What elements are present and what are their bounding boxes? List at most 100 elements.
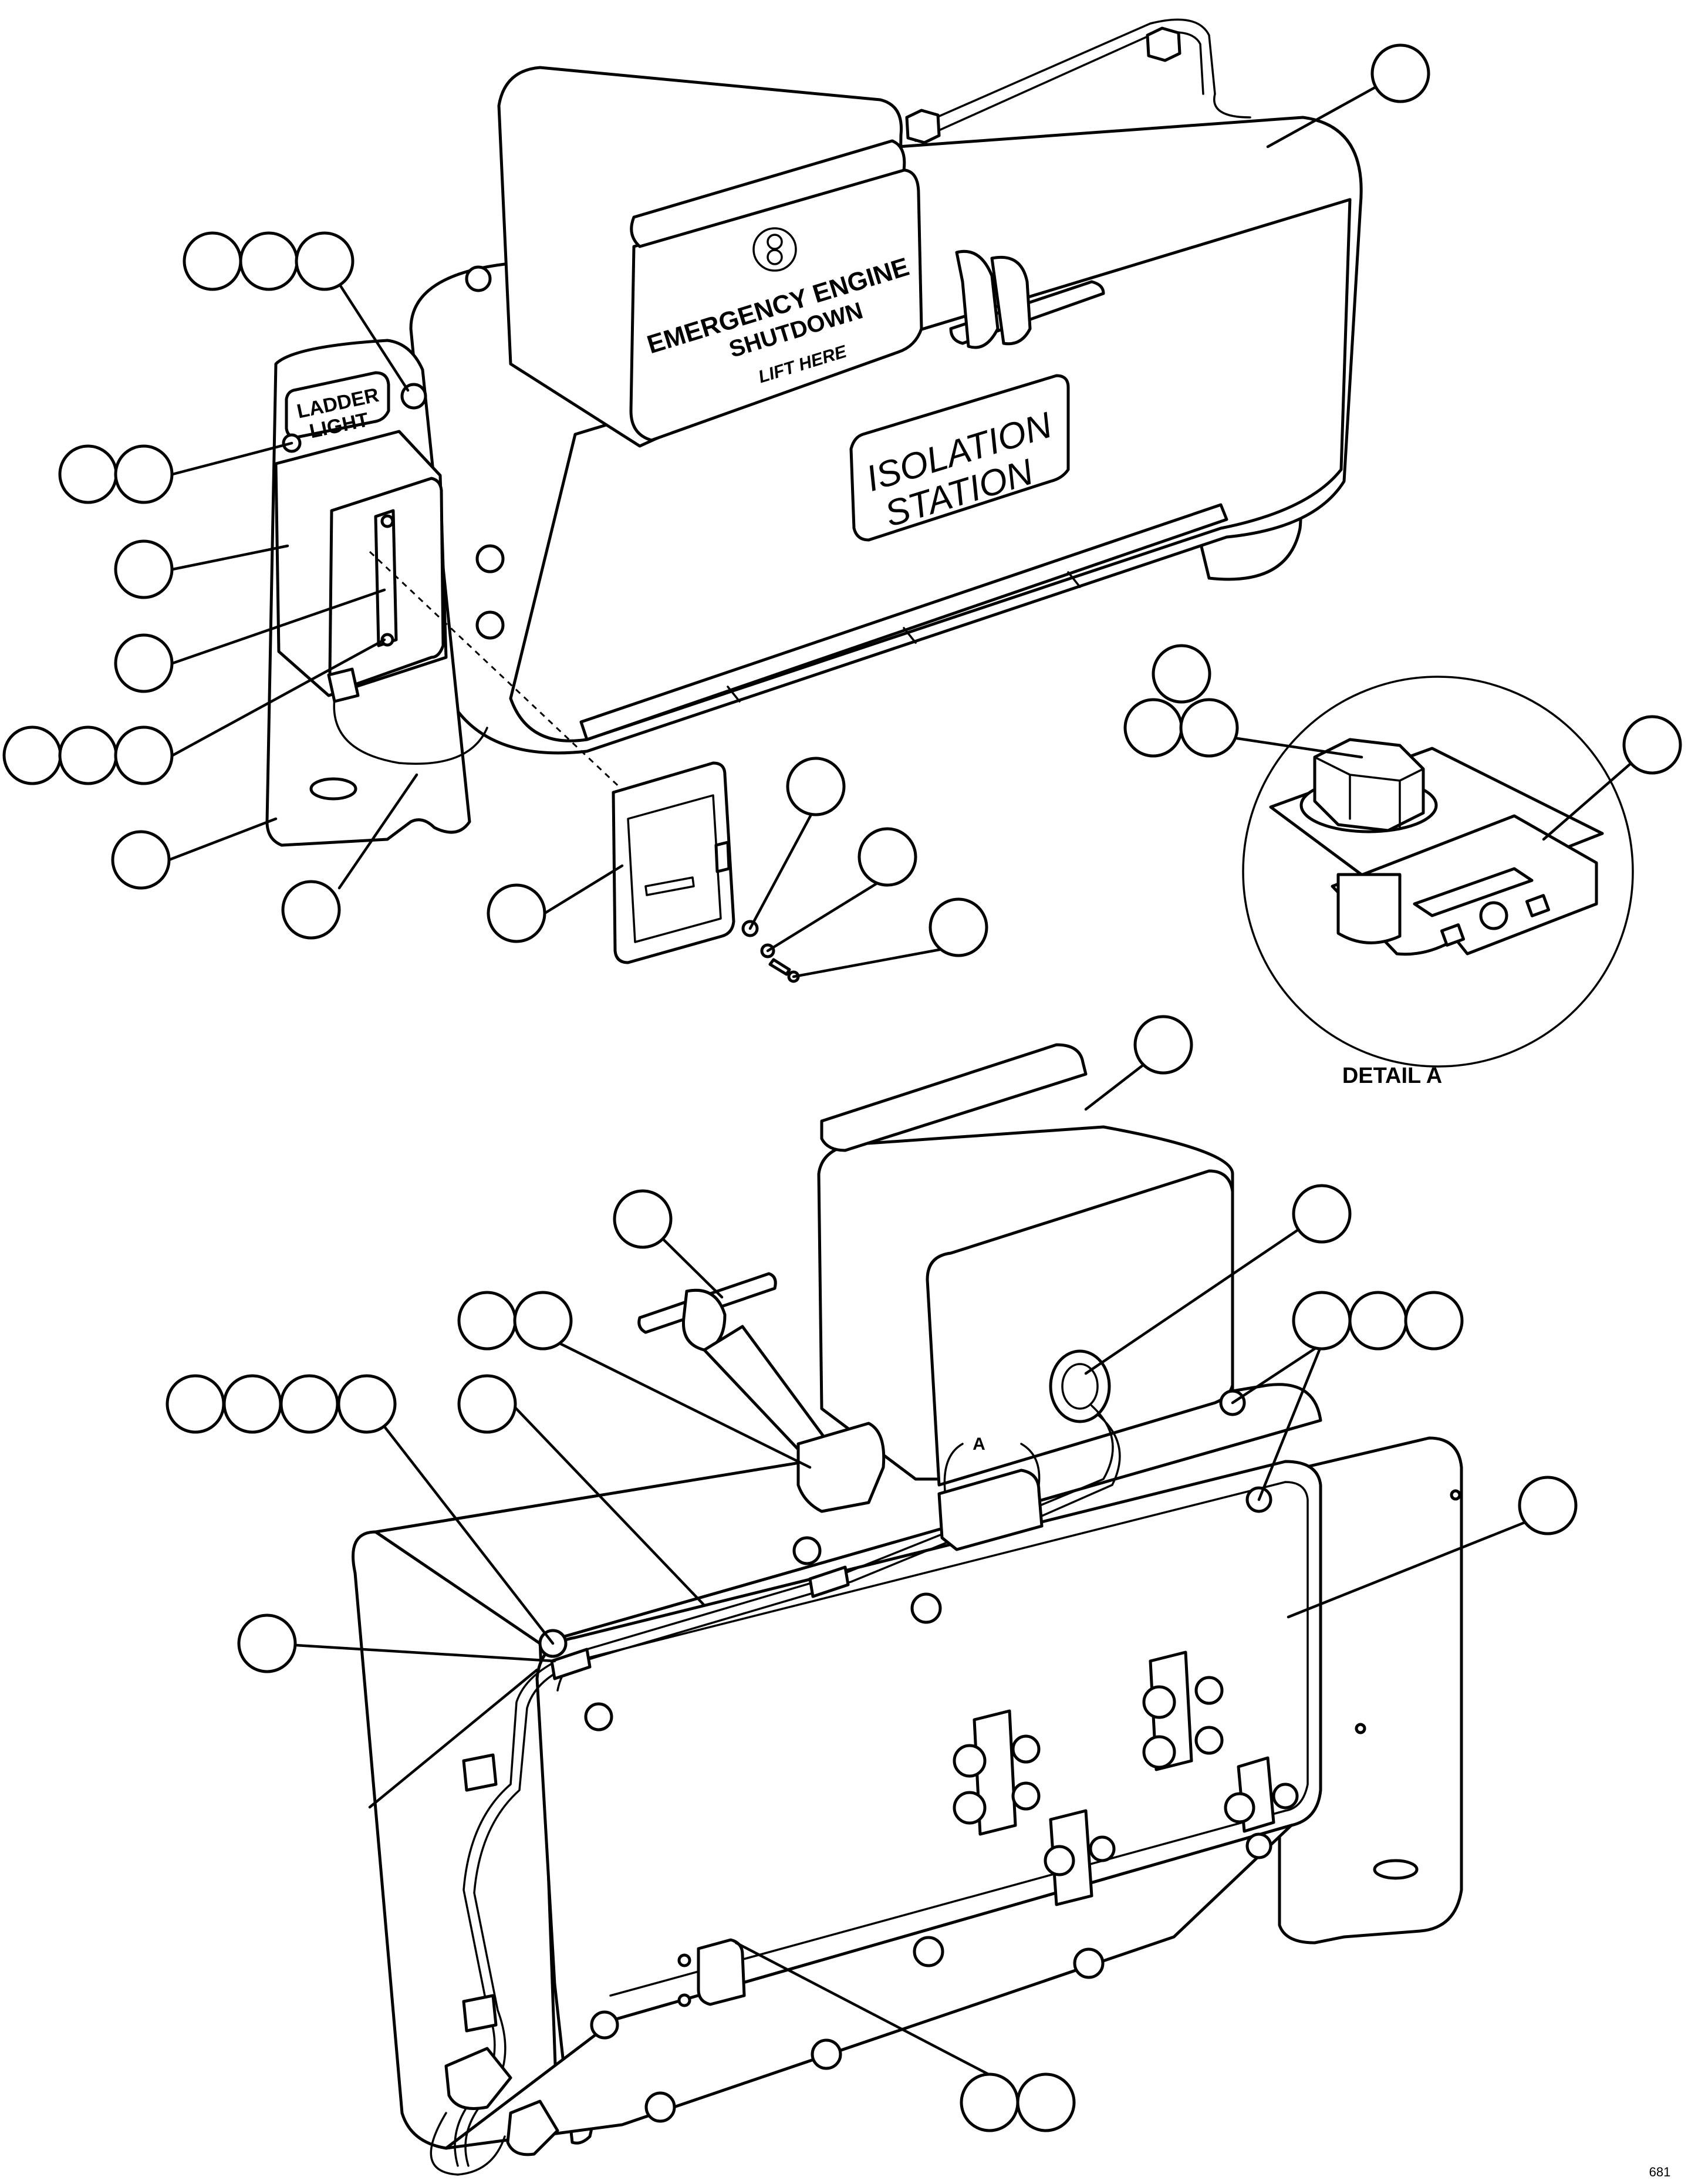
upper-top-nut-1: [905, 109, 941, 144]
switch-cover-plate: [612, 761, 735, 964]
lower-grommet: [1049, 1349, 1111, 1423]
balloon: [279, 1374, 339, 1434]
switch-cover-tab: [714, 840, 731, 873]
detail-a-hole: [1479, 901, 1508, 930]
balloon: [337, 1374, 397, 1434]
sheet-code: 681: [1649, 2165, 1671, 2179]
upper-side-bolt-2: [475, 610, 505, 640]
balloon: [786, 757, 846, 816]
lower-bracket-hole-2: [1355, 1723, 1366, 1734]
shutdown-symbol-icon: [752, 227, 797, 272]
balloon: [1179, 698, 1239, 758]
lower-t-handle: [637, 1272, 886, 1513]
balloon: [222, 1374, 282, 1434]
balloon: [2, 725, 62, 785]
detail-a: DETAIL A: [1242, 676, 1634, 1088]
hinge-seam-3: [1067, 571, 1081, 588]
clamp-4: [1224, 1756, 1299, 1833]
ladder-bracket-slot: [309, 777, 357, 801]
clamp-1: [953, 1709, 1041, 1836]
balloon: [457, 1374, 517, 1434]
lower-p-clamp-1: [462, 1753, 498, 1792]
upper-assembly: EMERGENCY ENGINE SHUTDOWN LIFT HERE ISOL…: [409, 18, 1363, 755]
balloon: [295, 231, 355, 291]
lower-connector-screw-2: [677, 1993, 691, 2007]
upper-t-handle: [949, 249, 1105, 349]
detail-a-clip-slot: [1413, 867, 1534, 917]
upper-top-nut-2: [1146, 26, 1181, 62]
ladder-cable-connector: [327, 667, 360, 703]
hinge-seam-1: [727, 686, 741, 703]
balloon: [1622, 715, 1682, 775]
detail-a-hex-nut-icon: [1313, 738, 1425, 832]
balloon: [1370, 43, 1430, 103]
balloon: [1292, 1291, 1352, 1351]
switch-cover-slot: [644, 876, 695, 896]
balloon: [183, 231, 242, 291]
lower-sleeve-1: [808, 1565, 850, 1598]
clamp-2: [1142, 1650, 1224, 1771]
ladder-cable-loop: [333, 697, 488, 765]
balloon: [487, 883, 546, 943]
detail-a-arrow-right: [1020, 1443, 1041, 1486]
ladder-switch-toggle: [374, 509, 398, 647]
detail-a-marker: A: [973, 1434, 985, 1454]
ladder-light-bracket: LADDER LIGHT: [265, 339, 488, 847]
lower-bolt-9: [792, 1536, 822, 1565]
balloon: [1152, 644, 1211, 704]
upper-side-bolt-3: [465, 265, 492, 292]
detail-a-arrow-left: [943, 1443, 964, 1492]
switch-cover: [612, 761, 735, 964]
lower-connector-screw-1: [677, 1953, 691, 1967]
lower-box-left-side: [352, 1530, 559, 2150]
balloon: [929, 897, 988, 957]
balloon: [237, 1613, 297, 1673]
lower-grommet-inner: [1061, 1363, 1099, 1410]
lower-p-clamp-2: [462, 1994, 498, 2033]
clamp-3: [1044, 1809, 1116, 1906]
balloon: [457, 1291, 517, 1351]
ladder-switch-screw-top: [380, 514, 394, 528]
balloon: [1016, 2072, 1076, 2132]
lower-box-bottom: [444, 1824, 1293, 2150]
lower-bolt-2: [910, 1592, 942, 1624]
lower-bolt-6: [811, 2038, 842, 2070]
lower-connector-a: [937, 1469, 1044, 1551]
detail-a-tab-left: [1440, 923, 1466, 947]
lower-bolt-7: [590, 2010, 619, 2040]
balloon: [58, 444, 118, 504]
balloon: [1404, 1291, 1464, 1351]
balloon: [111, 830, 171, 890]
detail-a-caption: DETAIL A: [1342, 1064, 1442, 1088]
screw-icon: [768, 958, 800, 983]
isolation-decal-plate: [849, 374, 1070, 542]
balloon: [857, 827, 917, 887]
balloon: [1123, 698, 1183, 758]
lower-front-connector: [697, 1938, 746, 2006]
emergency-cover-front: [629, 168, 923, 442]
lower-bracket-hole-1: [1450, 1489, 1461, 1501]
emergency-cover-hinge: [630, 139, 906, 248]
lower-plug-2: [506, 2099, 559, 2156]
detail-a-tab-right: [1525, 894, 1551, 917]
hinge-seam-2: [903, 627, 917, 644]
balloon: [114, 539, 174, 599]
balloon: [1133, 1015, 1193, 1075]
balloon: [166, 1374, 225, 1434]
lower-bolt-8: [644, 2091, 676, 2123]
upper-top-tube: [909, 18, 1251, 130]
balloon: [114, 725, 174, 785]
lower-side-bracket: [1278, 1436, 1463, 1945]
balloon: [58, 725, 118, 785]
balloon: [114, 444, 174, 504]
balloon: [114, 633, 174, 693]
balloon: [613, 1189, 673, 1249]
lower-assembly: A: [352, 1043, 1463, 2176]
lower-bolt-4: [913, 1936, 944, 1967]
balloon: [513, 1291, 573, 1351]
lower-rear-hinge: [820, 1043, 1088, 1152]
balloons: [2, 43, 1682, 2132]
upper-hinge: [579, 503, 1228, 741]
lower-plug-1: [444, 2047, 512, 2110]
